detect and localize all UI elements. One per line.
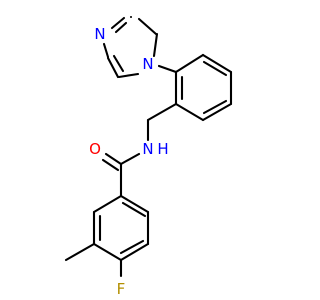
molecule-canvas: N N N H O F	[64, 15, 233, 298]
bond-lb-3b	[119, 239, 145, 255]
bond-imid-1	[110, 16, 126, 30]
bond-lb-1	[119, 194, 150, 214]
lower-benzene-ring	[92, 194, 150, 262]
bond-ub-4b	[202, 99, 228, 115]
bond-imid-4	[117, 72, 140, 79]
bond-lb-6	[92, 194, 123, 214]
bond-ub-2b	[202, 60, 228, 77]
atom-o-carbonyl: O	[89, 140, 101, 158]
atom-n-imidazole-link: N	[142, 55, 153, 73]
bond-lb-1b	[121, 201, 147, 218]
upper-benzene-ring	[174, 53, 233, 122]
bond-ub-4	[201, 102, 233, 122]
bond-co-2	[101, 158, 120, 172]
bond-imid-5b	[112, 54, 125, 73]
bond-lb-4	[92, 242, 123, 262]
bond-imid-1b	[114, 21, 128, 34]
bond-imid-5	[106, 56, 120, 79]
bond-n-carbonyl	[119, 152, 141, 166]
bond-benzyl-1	[146, 102, 178, 122]
bond-imid-2	[137, 17, 158, 36]
bond-methyl	[64, 242, 96, 262]
atom-n-amide: N	[142, 140, 153, 158]
bond-ub-2	[201, 53, 233, 74]
atom-n-imidazole-top: N	[94, 25, 105, 43]
bond-ub-1	[174, 53, 205, 74]
bond-imid-6	[102, 42, 110, 59]
bond-lb-3	[119, 242, 150, 262]
atom-h-amide: H	[157, 140, 168, 158]
bond-imid-3	[152, 32, 159, 58]
structure-drawing: N N N H O F	[64, 15, 233, 298]
imidazole-ring	[102, 15, 159, 79]
bond-co-1	[104, 152, 123, 166]
bond-imid-benzene	[157, 64, 178, 74]
bond-ub-5	[174, 102, 205, 122]
atom-f-substituent: F	[117, 280, 126, 298]
